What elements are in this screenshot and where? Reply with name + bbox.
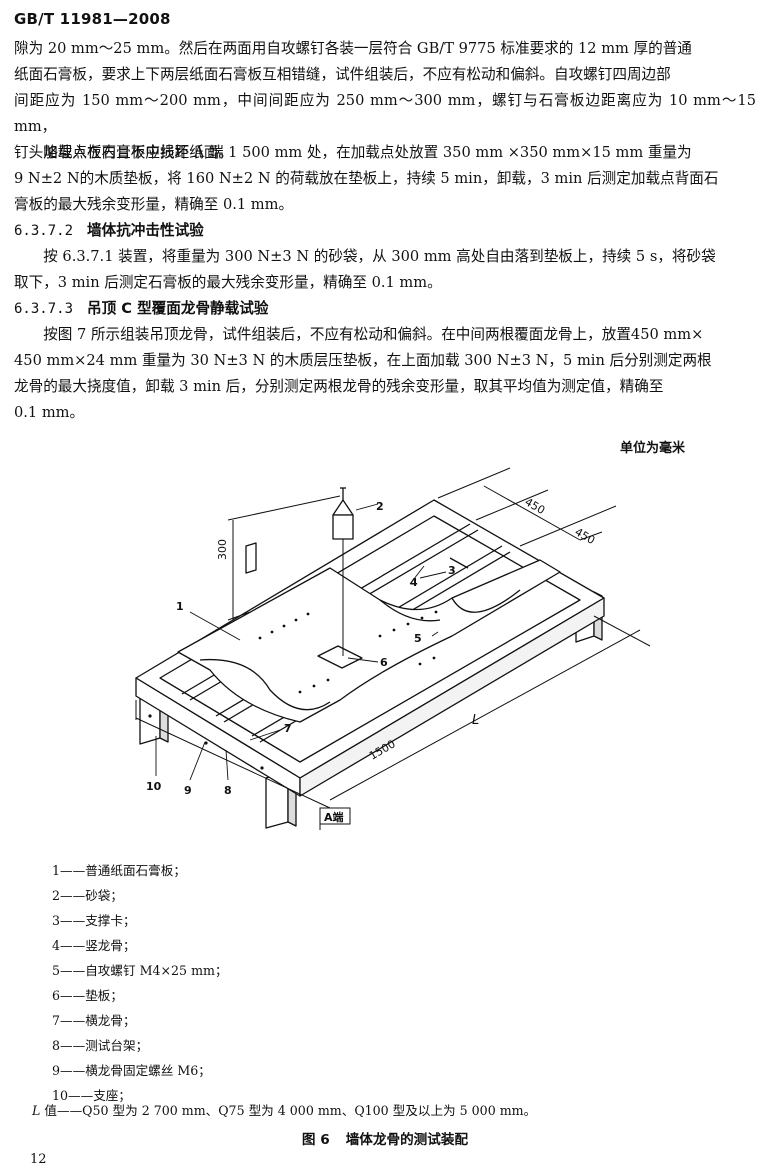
callout-4: 4 (410, 576, 418, 589)
legend-item: 6——垫板； (52, 988, 123, 1003)
unit-note: 单位为毫米 (620, 441, 686, 456)
text-line: 9 N±2 N的木质垫板，将 160 N±2 N 的荷载放在垫板上，持续 5 m… (14, 170, 719, 187)
legend-item: 4——竖龙骨； (52, 938, 136, 953)
text-line: 按 6.3.7.1 装置，将重量为 300 N±3 N 的砂袋，从 300 mm… (14, 248, 716, 265)
dim-450-b: 450 (573, 525, 598, 547)
l-value-note: L 值——Q50 型为 2 700 mm、Q75 型为 4 000 mm、Q10… (32, 1100, 536, 1119)
legend-item: 5——自攻螺钉 M4×25 mm； (52, 963, 228, 978)
screw-dots (148, 610, 438, 770)
callout-3: 3 (448, 564, 456, 577)
callout-7: 7 (284, 722, 292, 735)
callout-2: 2 (376, 500, 384, 513)
figure-title: 墙体龙骨的测试装配 (345, 1132, 469, 1148)
gypsum-board (177, 559, 561, 723)
paragraph-ceiling-test: 按图 7 所示组装吊顶龙骨，试件组装后，不应有松动和偏斜。在中间两根覆面龙骨上，… (14, 322, 756, 426)
section-number: 6.3.7.2 (14, 223, 74, 239)
callout-6: 6 (380, 656, 388, 669)
text-line: 钉头略埋入板内且不应损坏纸面。 (14, 144, 233, 161)
callout-9: 9 (184, 784, 192, 797)
legend-item: 10——支座； (52, 1088, 131, 1103)
text-line: 按图 7 所示组装吊顶龙骨，试件组装后，不应有松动和偏斜。在中间两根覆面龙骨上，… (14, 326, 704, 343)
l-symbol: L (32, 1103, 41, 1118)
callout-8: 8 (224, 784, 232, 797)
figure-legend: 1——普通纸面石膏板； 2——砂袋； 3——支撑卡； 4——竖龙骨； 5——自攻… (52, 858, 228, 1108)
text-line: 膏板的最大残余变形量，精确至 0.1 mm。 (14, 196, 294, 213)
test-assembly-figure: 300 450 450 L 1500 1 2 3 4 5 6 7 8 9 10 … (135, 467, 651, 830)
section-number: 6.3.7.3 (14, 301, 74, 317)
text-line: 加载点在石膏板中线距 A 端 1 500 mm 处，在加载点处放置 350 mm… (14, 144, 692, 161)
text-line: 隙为 20 mm～25 mm。然后在两面用自攻螺钉各装一层符合 GB/T 977… (14, 40, 692, 57)
paragraph-mounting: 隙为 20 mm～25 mm。然后在两面用自攻螺钉各装一层符合 GB/T 977… (14, 36, 756, 166)
section-heading-6373: 6.3.7.3 吊顶 C 型覆面龙骨静载试验 (14, 296, 268, 322)
pad-board (317, 645, 363, 669)
section-heading-6372: 6.3.7.2 墙体抗冲击性试验 (14, 218, 204, 244)
standard-code-header: GB/T 11981—2008 (14, 10, 171, 28)
legend-item: 7——横龙骨； (52, 1013, 136, 1028)
text-line: 取下，3 min 后测定石膏板的最大残余变形量，精确至 0.1 mm。 (14, 274, 442, 291)
sandbag (332, 487, 354, 656)
section-title: 墙体抗冲击性试验 (87, 222, 204, 239)
text-line: 间距应为 150 mm～200 mm，中间间距应为 250 mm～300 mm，… (14, 92, 756, 135)
dim-L: L (472, 713, 479, 728)
figure-caption: 图 6 墙体龙骨的测试装配 (0, 1128, 770, 1148)
end-label-A: A端 (324, 810, 344, 824)
legend-item: 3——支撑卡； (52, 913, 136, 928)
text-line: 龙骨的最大挠度值，卸载 3 min 后，分别测定两根龙骨的残余变形量，取其平均值… (14, 378, 664, 395)
text-line: 纸面石膏板，要求上下两层纸面石膏板互相错缝，试件组装后，不应有松动和偏斜。自攻螺… (14, 66, 671, 83)
text-line: 450 mm×24 mm 重量为 30 N±3 N 的木质层压垫板，在上面加载 … (14, 352, 712, 369)
legend-item: 2——砂袋； (52, 888, 123, 903)
legend-item: 1——普通纸面石膏板； (52, 863, 186, 878)
text-line: 0.1 mm。 (14, 404, 85, 421)
callout-10: 10 (146, 780, 162, 793)
legend-item: 9——横龙骨固定螺丝 M6； (52, 1063, 211, 1078)
figure-number: 图 6 (301, 1132, 330, 1148)
callout-5: 5 (414, 632, 422, 645)
l-value-text: 值——Q50 型为 2 700 mm、Q75 型为 4 000 mm、Q100 … (40, 1103, 537, 1118)
dim-300: 300 (216, 539, 229, 560)
support-leg (245, 542, 257, 574)
dim-450-a: 450 (523, 495, 548, 517)
section-title: 吊顶 C 型覆面龙骨静载试验 (87, 300, 269, 317)
legend-item: 8——测试台架； (52, 1038, 149, 1053)
callout-1: 1 (176, 600, 184, 613)
page-number: 12 (30, 1152, 47, 1167)
paragraph-loading-point: 加载点在石膏板中线距 A 端 1 500 mm 处，在加载点处放置 350 mm… (14, 140, 756, 218)
paragraph-impact-test: 按 6.3.7.1 装置，将重量为 300 N±3 N 的砂袋，从 300 mm… (14, 244, 756, 296)
